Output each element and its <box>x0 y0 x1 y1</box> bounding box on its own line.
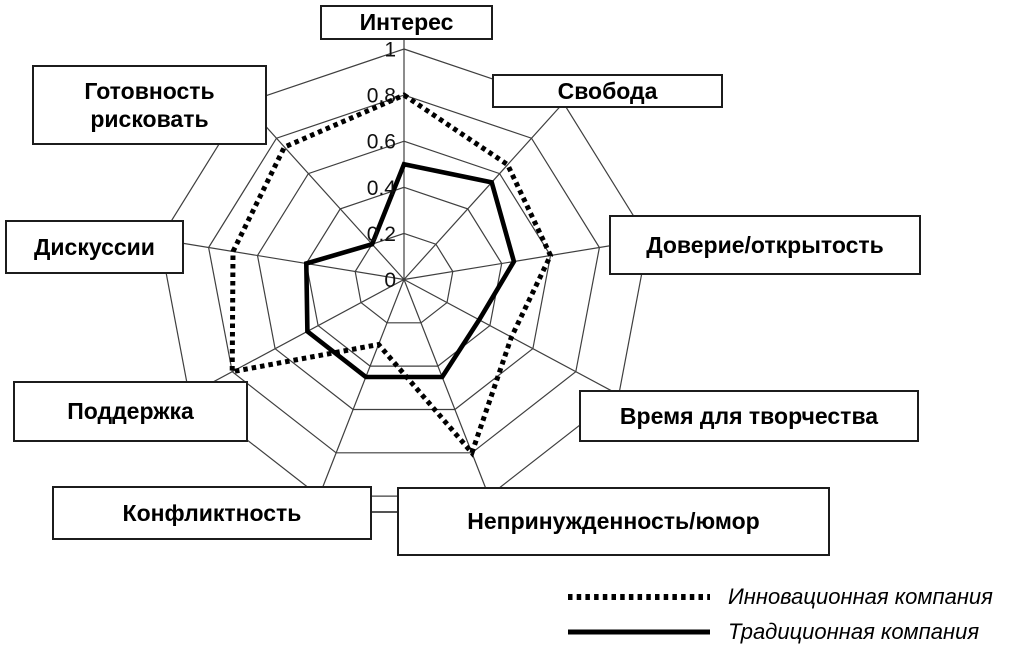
axis-box-label: Поддержка <box>67 398 194 425</box>
grid-ring <box>256 140 552 411</box>
axis-spoke <box>403 279 490 497</box>
axis-box-neprinuzhdennost-yumor: Непринужденность/юмор <box>397 487 830 556</box>
legend-solid-swatch <box>568 629 710 635</box>
axis-box-interes: Интерес <box>320 5 493 40</box>
grid-ring <box>207 94 601 454</box>
radial-tick-label: 1 <box>384 39 396 62</box>
radial-tick-label: 0.4 <box>367 177 397 200</box>
axis-box-diskussii: Дискуссии <box>5 220 184 274</box>
axis-box-svoboda: Свобода <box>492 74 723 108</box>
legend-item-innovative: Инновационная компания <box>566 584 1016 610</box>
legend-item-traditional: Традиционная компания <box>566 619 1016 645</box>
axis-box-label: Свобода <box>557 77 658 104</box>
axis-box-label: Время для творчества <box>619 402 879 429</box>
axis-box-label: Непринужденность/юмор <box>467 508 760 535</box>
axis-box-vremya-dlya-tvorchestva: Время для творчества <box>579 390 919 442</box>
series-traditional-line <box>303 161 517 380</box>
radial-tick-label: 0.6 <box>367 131 396 154</box>
grid-ring <box>305 186 503 367</box>
axis-box-konfliktnost: Конфликтность <box>52 486 372 540</box>
axis-spoke <box>244 102 405 280</box>
axis-spoke <box>188 278 405 396</box>
grid-ring <box>354 232 454 324</box>
axis-box-gotovnost-riskovat: Готовность рисковать <box>32 65 267 145</box>
legend-label-traditional: Традиционная компания <box>728 619 980 644</box>
axis-spoke <box>403 238 649 281</box>
axis-spoke <box>403 102 564 280</box>
legend-label-innovative: Инновационная компания <box>728 584 993 609</box>
axis-spoke <box>318 279 405 497</box>
axis-box-label: Дискуссии <box>34 233 155 260</box>
axis-box-label: Доверие/открытость <box>646 231 884 258</box>
radial-tick-label: 0.2 <box>367 223 396 246</box>
axis-spoke <box>159 238 405 281</box>
axis-box-label: Готовность рисковать <box>84 77 215 132</box>
radial-tick-label: 0.8 <box>367 85 396 108</box>
legend: Инновационная компания Традиционная комп… <box>566 584 1016 649</box>
axis-box-label: Интерес <box>359 9 454 36</box>
legend-dotted-swatch <box>568 594 710 600</box>
axis-box-label: Конфликтность <box>122 499 302 526</box>
axis-box-doverie-otkrytost: Доверие/открытость <box>609 215 921 275</box>
radial-tick-label: 0 <box>384 269 396 292</box>
axis-box-podderzhka: Поддержка <box>13 381 248 442</box>
